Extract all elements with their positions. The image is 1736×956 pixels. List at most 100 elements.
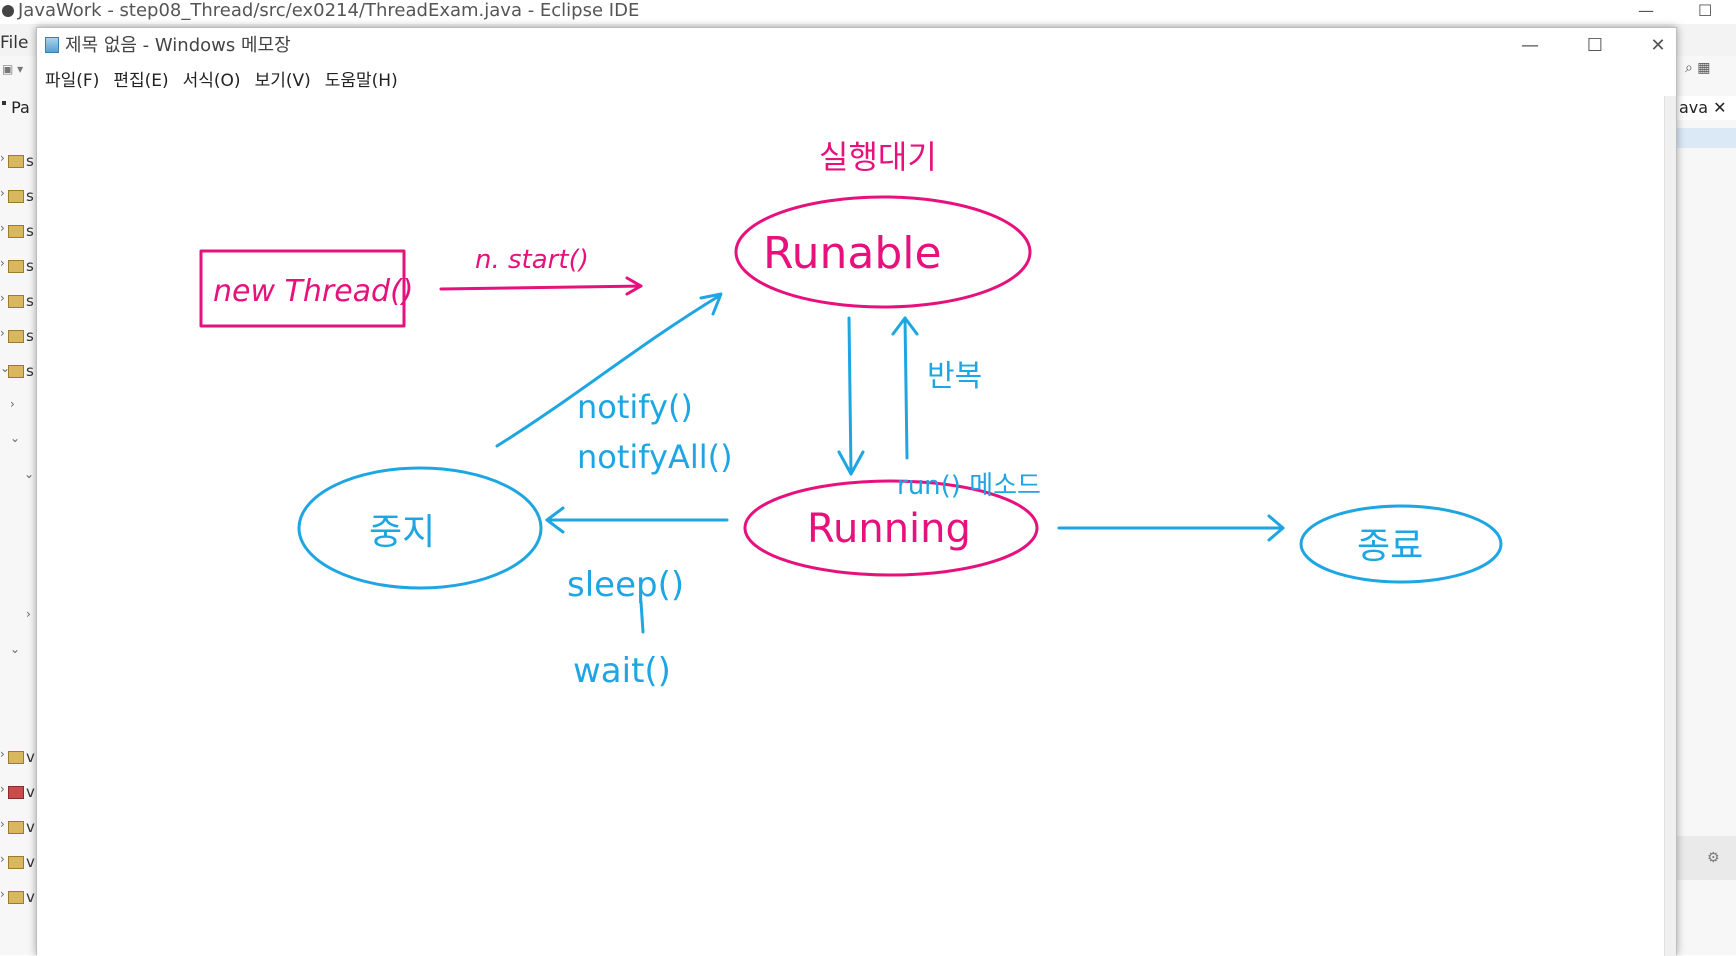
- dispatch-arrow-head: [837, 450, 865, 476]
- tree-item-label: s: [26, 257, 34, 275]
- tree-item[interactable]: ⌄: [0, 641, 36, 665]
- notepad-window: 제목 없음 - Windows 메모장 — ☐ ✕ 파일(F) 편집(E) 서식(O…: [36, 27, 1677, 956]
- console-toolbar: ⚙: [1677, 836, 1736, 880]
- tree-item[interactable]: ›s: [0, 325, 36, 349]
- chevron-right-icon: ›: [0, 186, 5, 200]
- eclipse-maximize-button[interactable]: ☐: [1698, 1, 1713, 20]
- tree-item-label: v: [26, 853, 35, 871]
- tree-item[interactable]: ›s: [0, 255, 36, 279]
- wait-label: wait(): [573, 651, 671, 691]
- tree-item-label: v: [26, 748, 35, 766]
- thread-state-drawing: new Thread() n. start() 실행대기 Runable 반복 …: [199, 138, 1503, 691]
- new-thread-label: new Thread(): [213, 274, 414, 309]
- settings-icon[interactable]: ⚙: [1707, 850, 1720, 866]
- runnable-ellipse: [734, 195, 1032, 309]
- notepad-menu-bar: 파일(F) 편집(E) 서식(O) 보기(V) 도움말(H): [37, 67, 404, 95]
- chevron-down-icon: ⌄: [24, 467, 35, 481]
- tree-item-label: v: [26, 818, 35, 836]
- tree-item-label: s: [26, 327, 34, 345]
- project-folder-icon: [8, 856, 24, 869]
- tree-item[interactable]: ›: [0, 606, 36, 630]
- tree-item[interactable]: ›s: [0, 185, 36, 209]
- project-folder-icon: [8, 225, 24, 238]
- chevron-right-icon: ›: [0, 151, 5, 165]
- runnable-label: Runable: [763, 228, 942, 279]
- tree-item[interactable]: ⌄s: [0, 360, 36, 384]
- sleep-label: sleep(): [567, 565, 684, 605]
- tree-item-label: s: [26, 362, 34, 380]
- repeat-label: 반복: [927, 359, 982, 394]
- tree-item-label: s: [26, 187, 34, 205]
- menu-file[interactable]: 파일(F): [45, 71, 100, 91]
- minimize-button[interactable]: —: [1521, 35, 1539, 56]
- tree-item[interactable]: ›v: [0, 886, 36, 910]
- tree-item-label: s: [26, 152, 34, 170]
- chevron-down-icon: ⌄: [10, 431, 21, 445]
- stopped-ellipse: [297, 466, 543, 590]
- tree-item[interactable]: ›s: [0, 150, 36, 174]
- package-explorer-tab[interactable]: Pa: [2, 98, 30, 117]
- runnable-wait-label: 실행대기: [819, 138, 937, 176]
- maximize-button[interactable]: ☐: [1586, 35, 1604, 56]
- close-icon[interactable]: ✕: [1713, 98, 1727, 117]
- tree-item[interactable]: ›v: [0, 781, 36, 805]
- stopped-label: 중지: [369, 512, 435, 553]
- tree-item-label: s: [26, 292, 34, 310]
- chevron-right-icon: ›: [0, 887, 5, 901]
- chevron-right-icon: ›: [0, 326, 5, 340]
- eclipse-minimize-button[interactable]: —: [1638, 1, 1654, 20]
- chevron-right-icon: ›: [10, 397, 15, 411]
- tree-item[interactable]: ›v: [0, 816, 36, 840]
- editor-tab[interactable]: ava ✕: [1677, 96, 1736, 120]
- tree-item[interactable]: ›v: [0, 746, 36, 770]
- chevron-down-icon: ⌄: [10, 642, 21, 656]
- start-arrow-head: [625, 276, 643, 296]
- chevron-right-icon: ›: [26, 607, 31, 621]
- search-icon[interactable]: ⌕ ▦: [1685, 60, 1711, 76]
- tree-item[interactable]: ›s: [0, 220, 36, 244]
- outline-selected-row[interactable]: [1677, 128, 1736, 148]
- menu-help[interactable]: 도움말(H): [324, 71, 398, 91]
- notify-arrow: [495, 294, 721, 448]
- project-folder-icon: [8, 295, 24, 308]
- vertical-scrollbar[interactable]: [1664, 96, 1676, 956]
- start-call-label: n. start(): [475, 245, 589, 275]
- menu-view[interactable]: 보기(V): [254, 71, 311, 91]
- new-dropdown-icon[interactable]: ▣ ▾: [2, 62, 24, 76]
- eclipse-title: JavaWork - step08_Thread/src/ex0214/Thre…: [18, 0, 640, 21]
- chevron-down-icon: ⌄: [0, 361, 11, 375]
- chevron-right-icon: ›: [0, 852, 5, 866]
- project-folder-icon: [8, 190, 24, 203]
- terminated-ellipse: [1299, 504, 1503, 584]
- chevron-right-icon: ›: [0, 747, 5, 761]
- chevron-right-icon: ›: [0, 221, 5, 235]
- project-folder-icon: [8, 891, 24, 904]
- eclipse-title-bar: JavaWork - step08_Thread/src/ex0214/Thre…: [0, 0, 1736, 24]
- terminate-arrow-head: [1267, 514, 1285, 542]
- menu-edit[interactable]: 편집(E): [113, 71, 169, 91]
- running-ellipse: [743, 479, 1039, 577]
- tree-item-label: s: [26, 222, 34, 240]
- notepad-text-area[interactable]: new Thread() n. start() 실행대기 Runable 반복 …: [37, 96, 1666, 956]
- menu-format[interactable]: 서식(O): [182, 71, 241, 91]
- package-explorer-tab-label: Pa: [11, 98, 30, 117]
- new-thread-box: [199, 249, 406, 328]
- close-button[interactable]: ✕: [1650, 35, 1666, 56]
- chevron-right-icon: ›: [0, 291, 5, 305]
- tree-item[interactable]: ›v: [0, 851, 36, 875]
- eclipse-right-panel: ⌕ ▦ ava ✕ ⚙: [1677, 56, 1736, 955]
- project-folder-icon: [8, 260, 24, 273]
- project-error-icon: [8, 786, 24, 799]
- notepad-title: 제목 없음 - Windows 메모장: [65, 35, 291, 56]
- project-folder-icon: [8, 751, 24, 764]
- notify-arrow-head: [699, 292, 723, 316]
- tree-item[interactable]: ›s: [0, 290, 36, 314]
- sleep-arrow-head: [545, 506, 565, 534]
- project-folder-icon: [8, 330, 24, 343]
- eclipse-menu-file[interactable]: File: [0, 33, 29, 53]
- tree-item[interactable]: ⌄: [0, 430, 36, 454]
- tree-item-label: v: [26, 888, 35, 906]
- repeat-arrow-head: [891, 316, 919, 336]
- tree-item[interactable]: ›: [0, 396, 36, 420]
- tree-item[interactable]: ⌄: [0, 466, 36, 490]
